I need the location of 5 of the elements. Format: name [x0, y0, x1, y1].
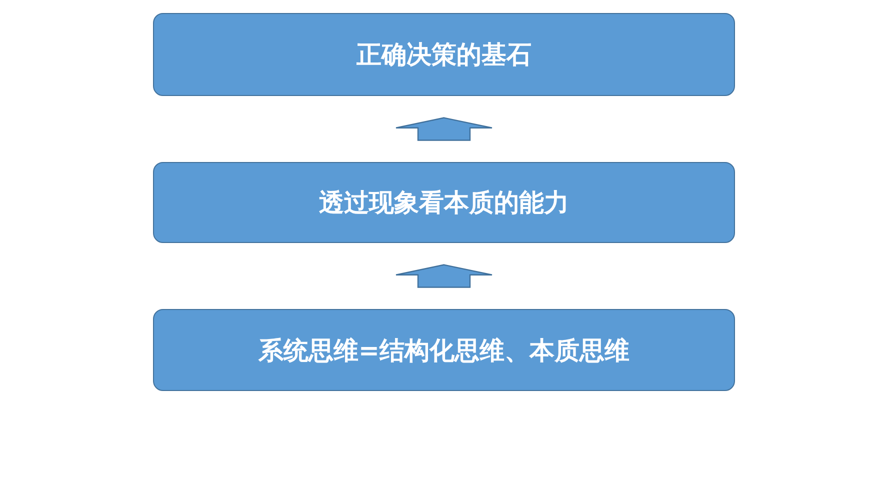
block-arrow — [395, 117, 493, 141]
block-arrow — [395, 264, 493, 288]
process-box: 正确决策的基石 — [153, 13, 735, 96]
process-box: 系统思维=结构化思维、本质思维 — [153, 309, 735, 391]
process-box: 透过现象看本质的能力 — [153, 162, 735, 243]
